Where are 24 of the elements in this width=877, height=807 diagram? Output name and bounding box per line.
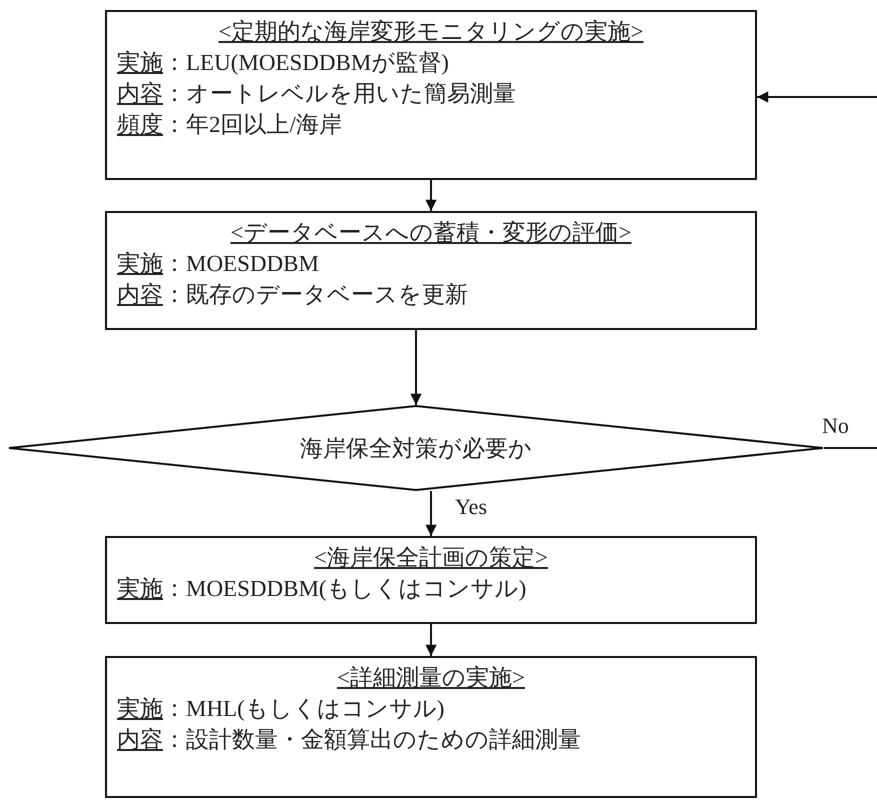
decision-diamond [8,405,824,491]
detail-line: 実施：LEU(MOESDDBMが監督) [117,49,450,77]
arrow [410,330,422,405]
detail-line: 内容：設計数量・金額算出のための詳細測量 [117,726,582,754]
detail-line: 実施：MOESDDBM(もしくはコンサル) [117,575,528,603]
process-box [105,656,757,798]
connector-line [824,447,877,449]
box-heading: <海岸保全計画の策定> [314,544,548,572]
detail-line: 実施：MHL(もしくはコンサル) [117,695,446,723]
process-box [105,10,757,180]
detail-line: 内容：既存のデータベースを更新 [117,281,469,309]
detail-line: 頻度：年2回以上/海岸 [117,111,343,139]
detail-line: 実施：MOESDDBM [117,250,320,278]
detail-line: 内容：オートレベルを用いた簡易測量 [117,80,517,108]
arrow [425,624,437,656]
box-heading: <データベースへの蓄積・変形の評価> [230,219,632,247]
decision-text: 海岸保全対策が必要か [300,434,532,462]
arrow [425,491,437,536]
arrow [425,180,437,211]
process-box [105,536,757,624]
arrow [757,91,877,103]
box-heading: <詳細測量の実施> [337,664,525,692]
process-box [105,211,757,330]
box-heading: <定期的な海岸変形モニタリングの実施> [218,18,644,46]
